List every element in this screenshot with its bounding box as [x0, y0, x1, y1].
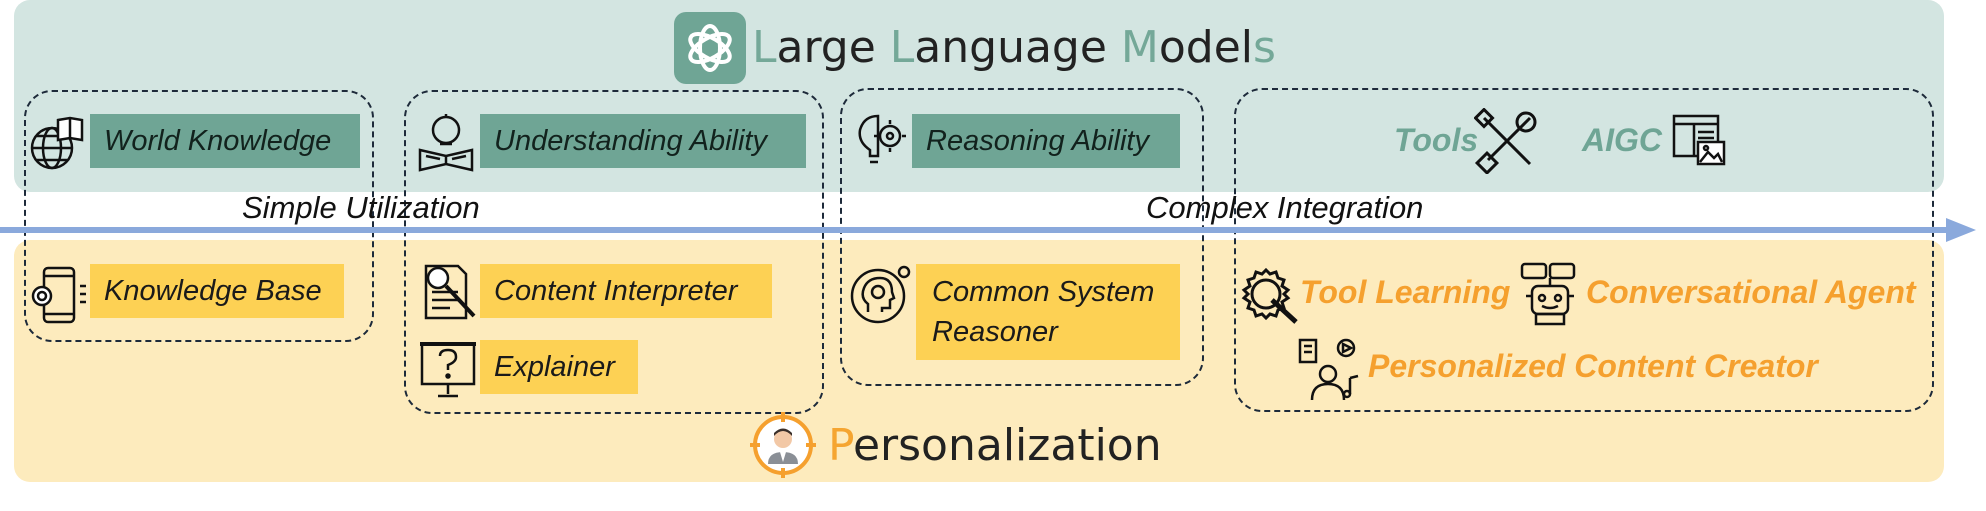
tools-icon — [1474, 108, 1540, 174]
label-world-knowledge: World Knowledge — [90, 114, 360, 168]
utilization-arrow — [0, 227, 1950, 233]
label-explainer: Explainer — [480, 340, 638, 394]
label-aigc: AIGC — [1582, 122, 1662, 158]
document-magnifier-icon — [418, 262, 478, 322]
axis-label-simple: Simple Utilization — [242, 190, 480, 225]
arrow-head-icon — [1946, 218, 1976, 242]
llm-title: Large Language Models — [752, 22, 1276, 73]
gear-wrench-icon — [1238, 264, 1300, 326]
label-reasoning-ability: Reasoning Ability — [912, 114, 1180, 168]
target-user-icon — [750, 412, 816, 478]
label-understanding-ability: Understanding Ability — [480, 114, 806, 168]
group-understanding — [404, 90, 824, 414]
image-generation-icon — [1670, 112, 1726, 168]
creator-media-icon — [1298, 338, 1362, 402]
label-conversational-agent: Conversational Agent — [1586, 274, 1916, 310]
openai-logo-icon — [674, 12, 746, 84]
chatbot-icon — [1520, 262, 1584, 326]
bulb-book-icon — [416, 112, 476, 172]
group-integration — [1234, 88, 1934, 412]
label-tools: Tools — [1394, 122, 1479, 158]
axis-label-complex: Complex Integration — [1146, 190, 1424, 225]
label-knowledge-base: Knowledge Base — [90, 264, 344, 318]
head-gear-icon — [850, 264, 912, 326]
label-content-interpreter: Content Interpreter — [480, 264, 772, 318]
globe-book-icon — [28, 114, 86, 172]
group-knowledge — [24, 90, 374, 342]
phone-database-icon — [30, 266, 88, 324]
presentation-question-icon — [418, 338, 478, 398]
group-reasoning — [840, 88, 1204, 386]
personalization-title: Personalization — [828, 420, 1162, 471]
label-common-system-reasoner: Common System Reasoner — [916, 264, 1180, 360]
label-tool-learning: Tool Learning — [1300, 274, 1511, 310]
label-personalized-content-creator: Personalized Content Creator — [1368, 348, 1818, 384]
bulb-gear-icon — [852, 110, 912, 170]
